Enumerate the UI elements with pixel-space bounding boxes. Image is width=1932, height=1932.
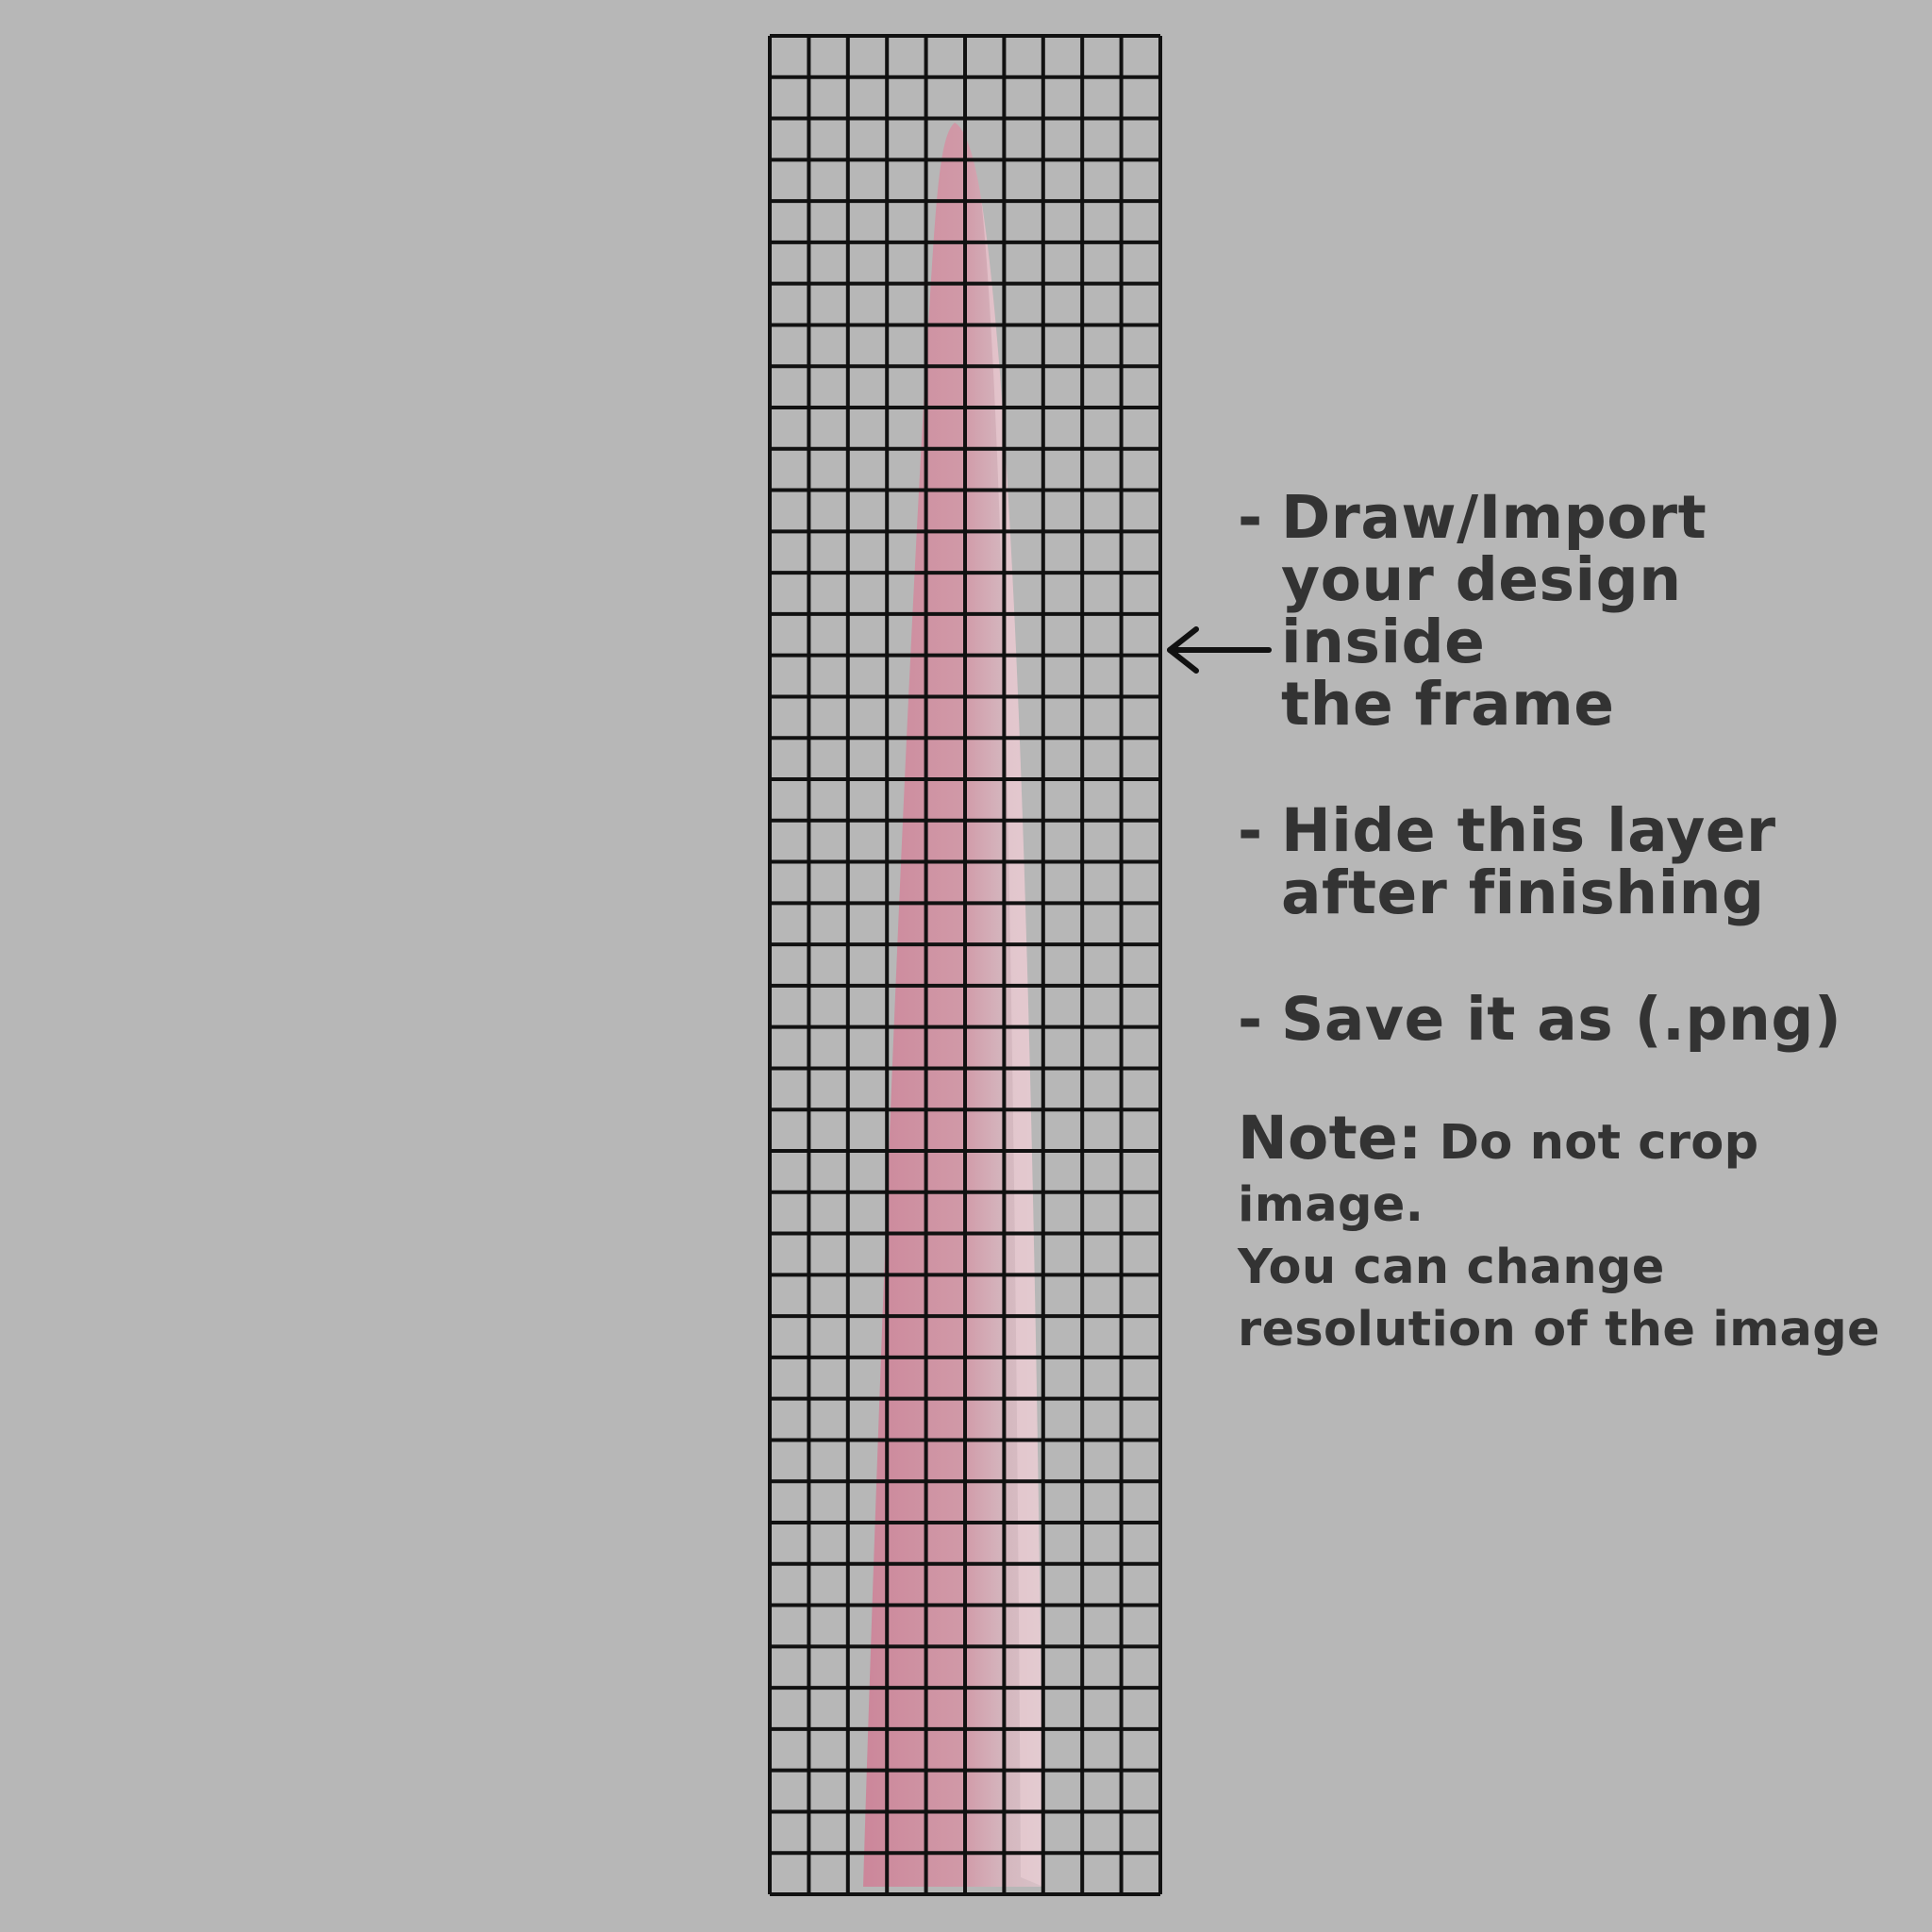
step-text: Draw/Import your design inside the frame <box>1281 483 1707 739</box>
template-grid <box>768 34 1162 1896</box>
arrow-left-icon <box>1167 626 1272 674</box>
instructions-panel: - Draw/Import your design inside the fra… <box>1238 487 1898 1361</box>
note-label: Note: <box>1238 1104 1423 1173</box>
note-block: Note: Do not crop image. You can change … <box>1238 1108 1898 1361</box>
nail-highlight-shape <box>981 198 1043 1887</box>
step-text: Hide this layer after finishing <box>1281 796 1776 927</box>
step-bullet: - <box>1238 985 1263 1054</box>
step-text: Save it as (.png) <box>1281 985 1842 1054</box>
step-bullet: - <box>1238 796 1263 865</box>
instruction-step-save: - Save it as (.png) <box>1238 989 1898 1051</box>
note-text: Do not crop image. You can change resolu… <box>1238 1115 1880 1357</box>
nail-design-shape <box>863 123 1043 1887</box>
instruction-step-hide: - Hide this layer after finishing <box>1238 800 1898 924</box>
step-bullet: - <box>1238 483 1263 552</box>
instruction-step-draw: - Draw/Import your design inside the fra… <box>1238 487 1898 736</box>
